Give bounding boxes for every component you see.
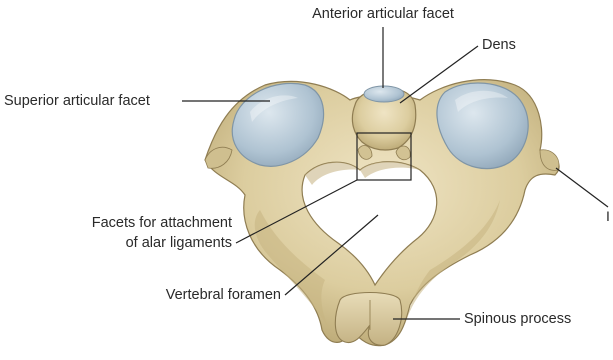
anterior-articular-facet-surface xyxy=(364,86,404,102)
label-superior-articular-facet: Superior articular facet xyxy=(4,93,150,110)
label-vertebral-foramen: Vertebral foramen xyxy=(80,287,281,304)
label-anterior-articular-facet: Anterior articular facet xyxy=(283,6,483,23)
label-edge-glyph: I xyxy=(606,208,610,225)
label-facets-alar-line1: Facets for attachment xyxy=(10,215,232,232)
label-spinous-process: Spinous process xyxy=(464,311,571,328)
leader-right-edge xyxy=(556,168,608,207)
label-facets-alar-line2: of alar ligaments xyxy=(10,235,232,252)
spinous-process-shape xyxy=(335,293,401,346)
label-dens: Dens xyxy=(482,37,516,54)
